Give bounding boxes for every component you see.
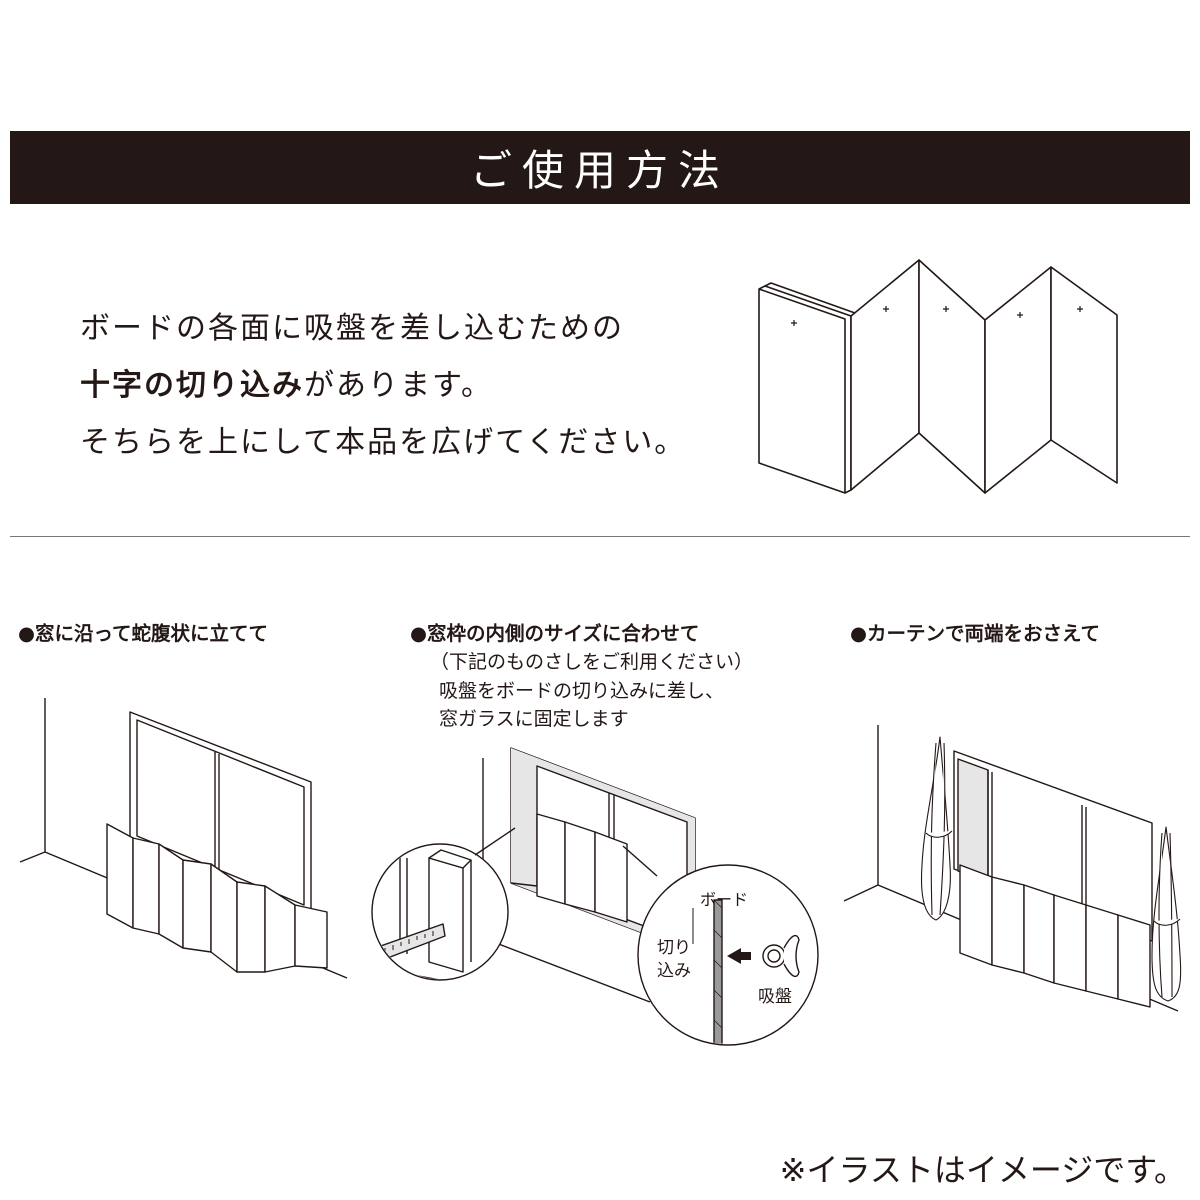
banner-title: ご使用方法 (469, 146, 730, 195)
cut-label-line-2: 込み (657, 961, 691, 981)
step-2-note-3: 窓ガラスに固定します (439, 708, 629, 730)
image-disclaimer: ※イラストはイメージです。 (779, 1151, 1186, 1189)
intro-line-1: ボードの各面に吸盤を差し込むための (80, 311, 624, 346)
step-1-illustration (19, 698, 348, 979)
section-divider (10, 536, 1190, 537)
intro-line-2-emphasis: 十字の切り込み (80, 368, 304, 403)
step-2-note-2: 吸盤をボードの切り込みに差し、 (439, 679, 725, 702)
cut-label-line-1: 切り (657, 938, 691, 958)
step-2-illustration: ボード 切り 込み 吸盤 (371, 747, 819, 1046)
step-3-illustration (843, 725, 1182, 1012)
step-2-title: ●窓枠の内側のサイズに合わせて (410, 622, 700, 645)
board-label: ボード (700, 890, 748, 909)
step-3-title: ●カーテンで両端をおさえて (850, 622, 1101, 645)
step-2-note: （下記のものさしをご利用ください） 吸盤をボードの切り込みに差し、 窓ガラスに固… (430, 648, 753, 734)
intro-line-3: そちらを上にして本品を広げてください。 (80, 425, 687, 460)
intro-line-2-rest: があります。 (304, 368, 493, 403)
section-banner: ご使用方法 (10, 131, 1190, 204)
suction-cup-label: 吸盤 (758, 987, 792, 1007)
step-2-note-1: （下記のものさしをご利用ください） (430, 651, 754, 673)
intro-line-2: 十字の切り込みがあります。 (80, 357, 740, 414)
folded-board-illustration (758, 259, 1118, 494)
step-1-title: ●窓に沿って蛇腹状に立てて (18, 622, 269, 645)
intro-text: ボードの各面に吸盤を差し込むための 十字の切り込みがあります。 そちらを上にして… (80, 300, 740, 471)
